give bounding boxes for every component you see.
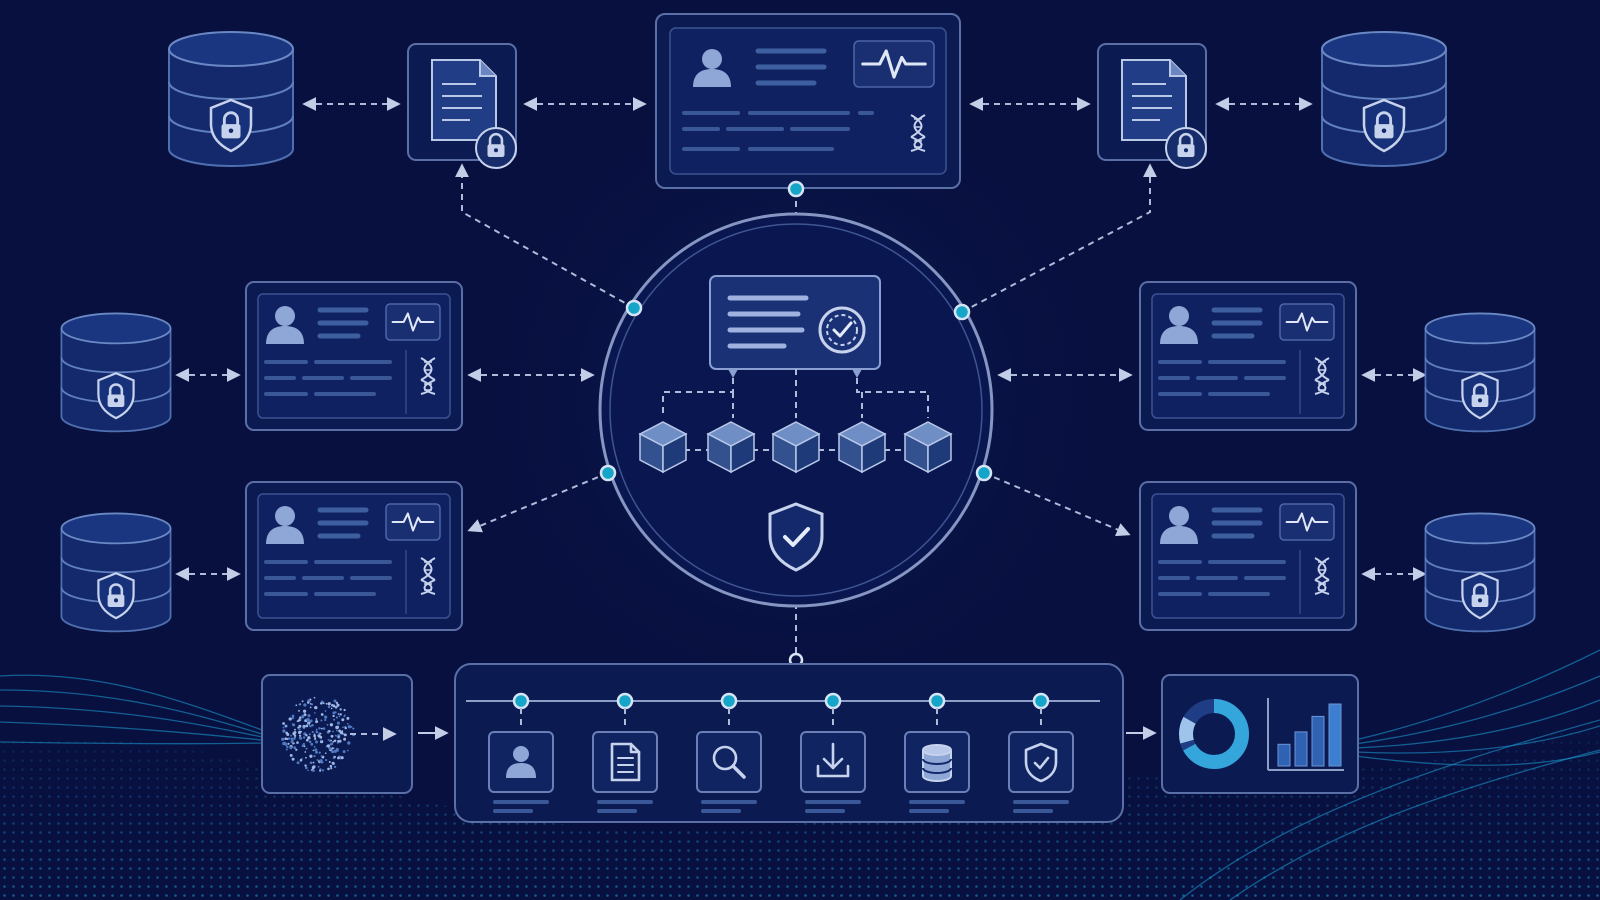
db-right-1: [1425, 313, 1534, 431]
download-icon: [816, 742, 850, 778]
pipeline-step-6: [1008, 692, 1074, 813]
pipeline-step-5: [904, 692, 970, 813]
pipeline-step-1: [488, 692, 554, 813]
shield-check-icon: [1024, 742, 1058, 783]
database-icon: [922, 744, 952, 782]
data-source-panel: [261, 674, 413, 794]
verified-record-card: [709, 275, 881, 378]
pipeline-step-4: [800, 692, 866, 813]
connector-dots: [599, 180, 993, 668]
doc-top-left: [408, 44, 516, 168]
analytics-bar-3: [1311, 715, 1325, 767]
record-top: [655, 13, 961, 189]
block-tree-links: [662, 369, 929, 418]
check-badge-icon: [818, 306, 866, 354]
doc-top-right: [1098, 44, 1206, 168]
pipeline-panel: [454, 663, 1124, 823]
db-left-1: [61, 313, 170, 431]
analytics-panel: [1161, 674, 1359, 794]
particle-wave-field: [0, 720, 1600, 900]
record-left-2: [246, 482, 462, 630]
analytics-bar-2: [1294, 731, 1308, 767]
analytics-bar-1: [1277, 743, 1291, 767]
wave-lines: [0, 649, 1600, 900]
shield-check-icon: [768, 502, 824, 572]
db-right-2: [1425, 513, 1534, 631]
pipeline-step-3: [696, 692, 762, 813]
document-icon: [610, 742, 641, 782]
db-top-right: [1322, 32, 1446, 166]
search-icon: [712, 745, 746, 779]
record-right-2: [1140, 482, 1356, 630]
record-left-1: [246, 282, 462, 430]
db-left-2: [61, 513, 170, 631]
bar-chart-icon: [1267, 698, 1344, 771]
db-top-left: [169, 32, 293, 166]
donut-chart-icon: [1179, 699, 1249, 769]
user-icon: [506, 746, 536, 778]
record-right-1: [1140, 282, 1356, 430]
pipeline-step-2: [592, 692, 658, 813]
blockchain-hub: [598, 212, 994, 608]
particle-cloud-icon: [281, 696, 355, 772]
analytics-bar-4: [1328, 703, 1342, 767]
